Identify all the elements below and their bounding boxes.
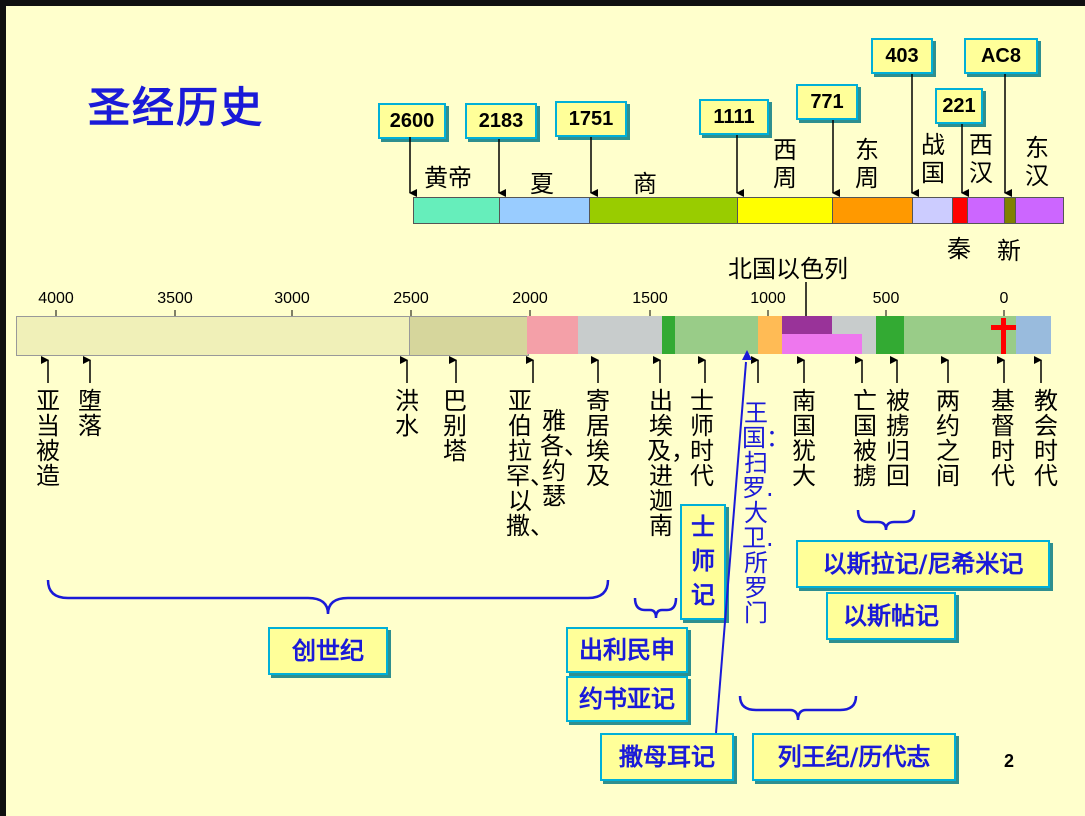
event-label: 基督时代 — [991, 387, 1015, 490]
event-label: 亚伯拉罕、以撒、 — [506, 387, 554, 540]
event-label: 南国犹大 — [792, 387, 816, 490]
book-box: 撒母耳记 — [600, 733, 734, 781]
book-box: 约书亚记 — [566, 676, 688, 722]
event-label: 洪水 — [395, 387, 419, 440]
year-box: 2183 — [465, 103, 537, 139]
era-exodus — [662, 316, 675, 354]
era-judges — [675, 316, 758, 354]
event-label: 被掳归回 — [886, 387, 910, 490]
event-label: 亡国被掳 — [853, 387, 877, 490]
event-label: 士师时代 — [690, 387, 714, 490]
year-box: 1111 — [699, 99, 769, 135]
year-box: 221 — [935, 88, 983, 124]
north-kingdom-label: 北国以色列 — [728, 255, 848, 283]
event-label: 巴别塔 — [443, 387, 467, 465]
era-south — [782, 334, 862, 354]
event-label: 寄居埃及 — [586, 387, 610, 490]
tick-label: 4000 — [38, 290, 74, 307]
kingdom-pointer — [715, 350, 752, 734]
event-label: 堕落 — [78, 387, 102, 440]
china-arrows — [409, 74, 1012, 197]
tick-label: 2500 — [393, 290, 429, 307]
cross-icon — [1001, 318, 1006, 354]
era-egypt — [578, 316, 662, 354]
bar-xizhou — [737, 197, 834, 224]
era-intertestament — [904, 316, 996, 354]
dynasty-label: 商 — [633, 170, 657, 198]
tick-label: 2000 — [512, 290, 548, 307]
era-exile — [876, 316, 904, 354]
tick-label: 1000 — [750, 290, 786, 307]
tick-marks — [55, 282, 1005, 316]
dynasty-label: 战国 — [921, 131, 945, 187]
year-box: AC8 — [964, 38, 1038, 74]
page-number: 2 — [1004, 751, 1015, 771]
cross-bar — [991, 325, 1016, 330]
bar-shang — [589, 197, 739, 224]
year-box: 771 — [796, 84, 858, 120]
book-box: 创世纪 — [268, 627, 388, 675]
era-creation — [16, 316, 411, 356]
dynasty-label: 西汉 — [969, 131, 993, 187]
book-box: 以斯拉记/尼希米记 — [796, 540, 1050, 588]
dynasty-label: 夏 — [530, 170, 554, 198]
event-label: 两约之间 — [936, 387, 960, 490]
dynasty-label: 西周 — [773, 136, 797, 192]
tick-label: 3000 — [274, 290, 310, 307]
dynasty-label: 秦 — [947, 235, 971, 263]
year-box: 403 — [871, 38, 933, 74]
era-kingdom — [758, 316, 782, 354]
book-box: 以斯帖记 — [826, 592, 956, 640]
event-label: 教会时代 — [1034, 387, 1058, 490]
bar-huangdi — [413, 197, 501, 224]
year-box: 2600 — [378, 103, 446, 139]
era-gap — [832, 316, 876, 334]
book-box: 士师记 — [680, 504, 726, 620]
event-label: 亚当被造 — [36, 387, 60, 490]
tick-label: 3500 — [157, 290, 193, 307]
book-box: 列王纪/历代志 — [752, 733, 956, 781]
tick-label: 500 — [872, 290, 900, 307]
book-box: 出利民申 — [566, 627, 688, 673]
tick-label: 1500 — [632, 290, 668, 307]
era-gap2 — [862, 334, 876, 354]
bar-donghan — [1015, 197, 1064, 224]
era-north — [782, 316, 832, 334]
dynasty-label: 东周 — [855, 136, 879, 192]
dynasty-label: 新 — [997, 237, 1021, 265]
year-box: 1751 — [555, 101, 627, 137]
event-arrows — [41, 356, 1042, 383]
bar-xihan — [967, 197, 1006, 224]
braces — [46, 509, 916, 721]
dynasty-label: 黄帝 — [424, 164, 472, 192]
bar-xia — [499, 197, 591, 224]
era-church — [1016, 316, 1051, 354]
tick-label: 0 — [999, 290, 1009, 307]
era-patriarchs — [527, 316, 578, 354]
page-title: 圣经历史 — [88, 83, 265, 132]
bar-zhanguo — [912, 197, 954, 224]
dynasty-label: 东汉 — [1025, 134, 1049, 190]
bar-dongzhou — [832, 197, 914, 224]
